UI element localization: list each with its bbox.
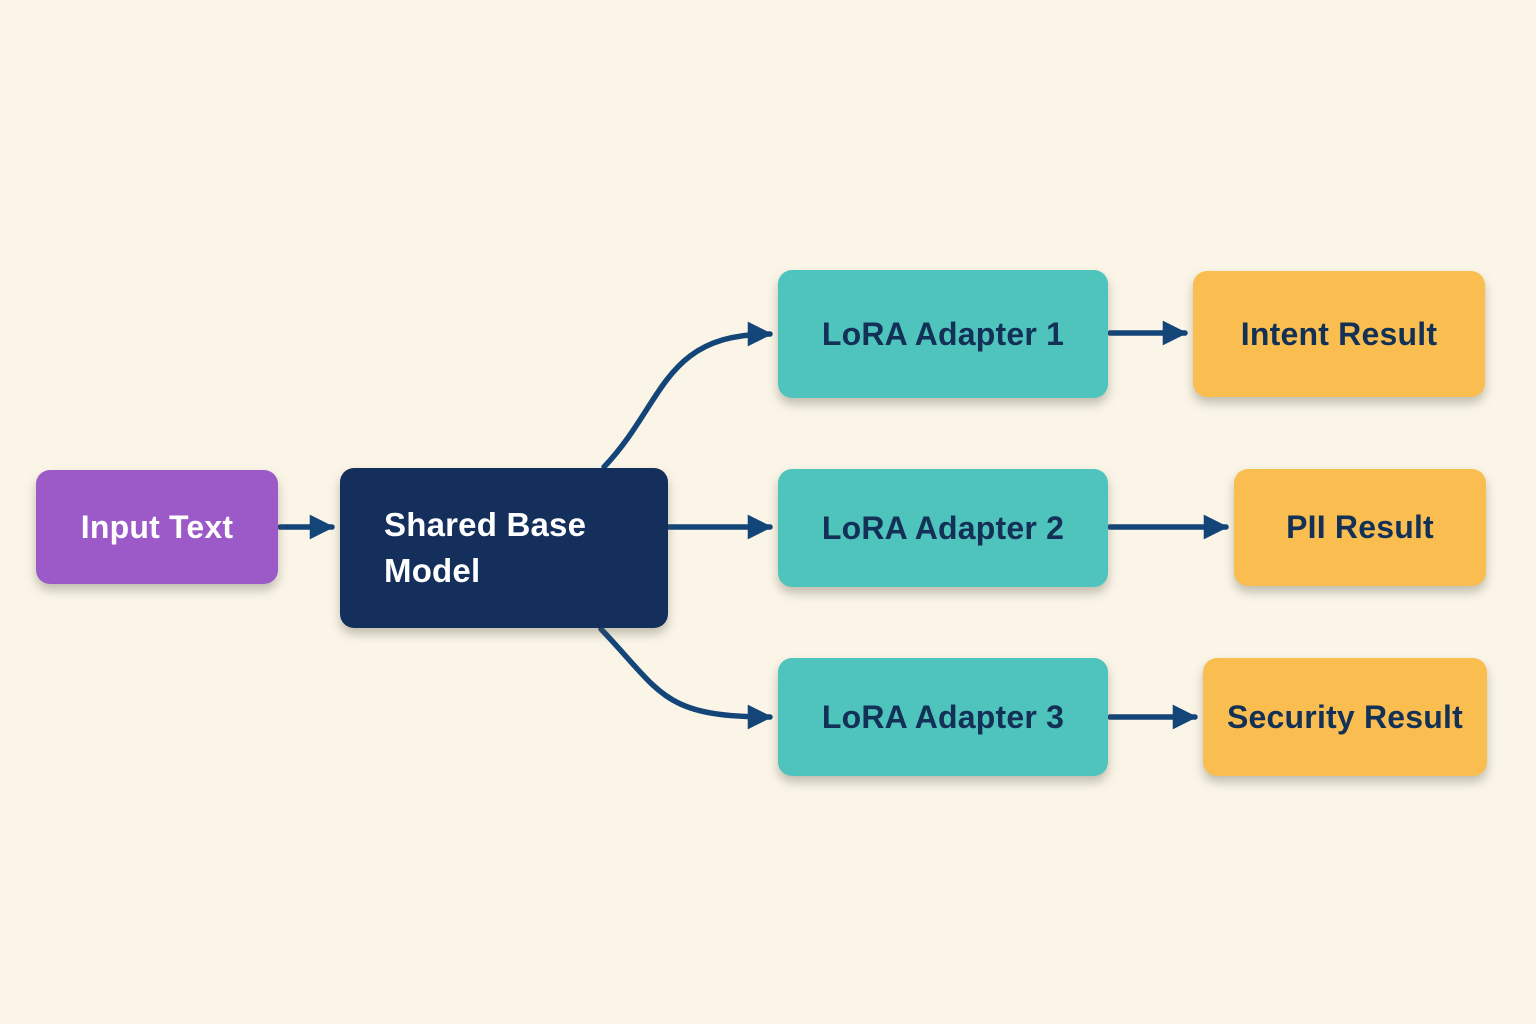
node-shared-base-model-label: Shared Base Model	[384, 505, 587, 589]
node-lora-adapter-3-label: LoRA Adapter 3	[821, 698, 1065, 735]
node-lora-adapter-2: LoRA Adapter 2	[778, 469, 1108, 587]
node-input-text-label: Input Text	[80, 508, 234, 545]
node-lora-adapter-2-label: LoRA Adapter 2	[821, 509, 1065, 546]
node-intent-result: Intent Result	[1193, 271, 1485, 397]
node-security-result: Security Result	[1203, 658, 1487, 776]
node-shared-base-model: Shared Base Model	[340, 468, 668, 628]
node-security-result-label: Security Result	[1227, 698, 1463, 735]
edge-base-to-adapter1	[601, 321, 773, 470]
node-pii-result-label: PII Result	[1286, 509, 1434, 545]
node-input-text: Input Text	[36, 470, 278, 584]
node-pii-result: PII Result	[1234, 469, 1486, 586]
edge-base-to-adapter3	[598, 626, 773, 730]
node-lora-adapter-1: LoRA Adapter 1	[778, 270, 1108, 398]
node-lora-adapter-1-label: LoRA Adapter 1	[821, 315, 1065, 352]
node-lora-adapter-3: LoRA Adapter 3	[778, 658, 1108, 776]
node-intent-result-label: Intent Result	[1240, 315, 1438, 352]
